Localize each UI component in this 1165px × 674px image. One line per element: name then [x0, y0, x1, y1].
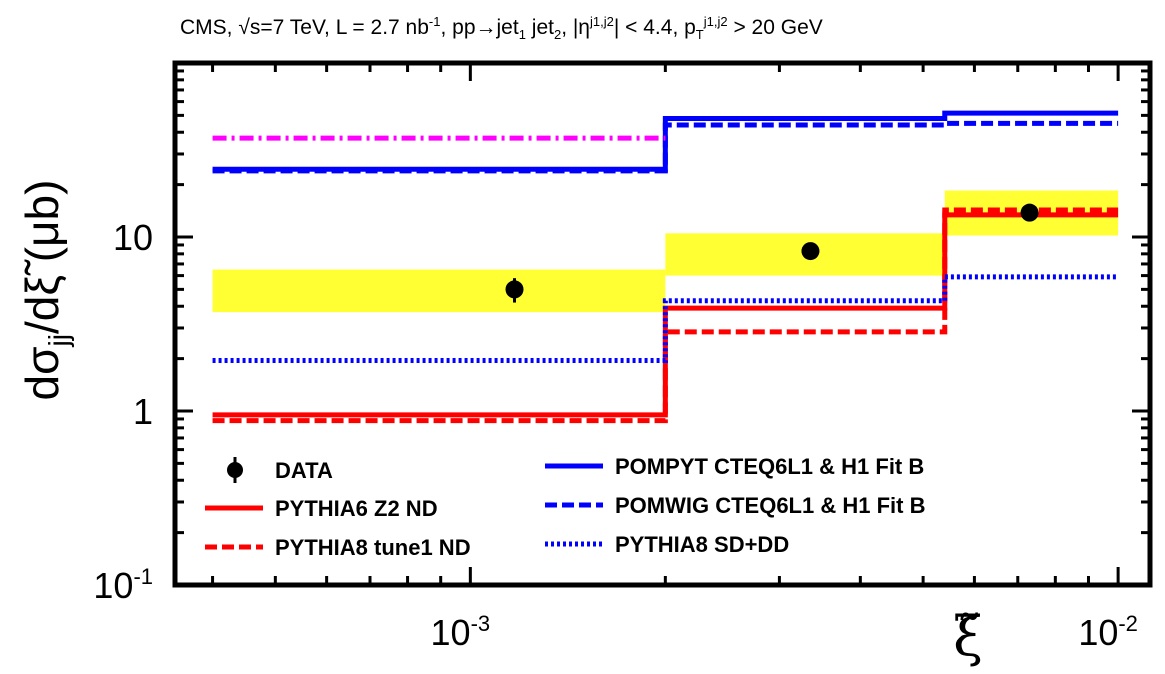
x-axis-label: ξ̃ — [953, 605, 983, 668]
chart-title: CMS, √s=7 TeV, L = 2.7 nb-1, pp→jet1 jet… — [180, 14, 1150, 42]
tick-base: 10 — [113, 217, 153, 258]
tick-exp: -1 — [133, 564, 153, 589]
title-energy: √s=7 TeV, L = 2.7 nb — [238, 16, 429, 39]
legend-label-4: POMWIG CTEQ6L1 & H1 Fit B — [615, 493, 925, 518]
series-line-3 — [212, 120, 1119, 174]
title-jet1-sub: 1 — [518, 27, 526, 43]
data-point-1 — [801, 242, 820, 261]
tick-exp: -2 — [1118, 611, 1138, 636]
title-eta-sup: j1,j2 — [590, 14, 614, 29]
legend-label-1: PYTHIA6 Z2 ND — [275, 496, 438, 521]
x-tick-label-1: 10-2 — [1078, 611, 1138, 653]
sys-band-0 — [212, 269, 666, 313]
data-point-0 — [505, 280, 524, 299]
title-process: , pp→jet — [440, 16, 519, 39]
tick-base: 10 — [431, 612, 471, 653]
legend-marker-data — [227, 462, 243, 478]
tick-base: 10 — [1078, 612, 1118, 653]
legend-label-5: PYTHIA8 SD+DD — [615, 532, 789, 557]
y-tick-label-2: 10 — [113, 217, 153, 258]
title-pt-sup: j1,j2 — [703, 14, 728, 29]
legend-label-3: POMPYT CTEQ6L1 & H1 Fit B — [615, 454, 924, 479]
tick-exp: -3 — [471, 611, 491, 636]
x-tick-label-0: 10-3 — [431, 611, 491, 653]
title-jet-mid: jet — [525, 16, 554, 39]
title-pt-val: > 20 GeV — [727, 16, 823, 39]
title-experiment: CMS, — [180, 16, 233, 39]
legend-label-2: PYTHIA8 tune1 ND — [275, 535, 471, 560]
y-tick-label-0: 10-1 — [93, 564, 153, 606]
tick-base: 10 — [93, 565, 133, 606]
plot-frame — [172, 60, 1153, 588]
title-lumi-exp: -1 — [428, 14, 441, 29]
series-line-0 — [212, 212, 1119, 418]
tick-base: 1 — [133, 391, 153, 432]
y-tick-label-1: 1 — [133, 391, 153, 432]
series-line-1 — [212, 207, 1119, 424]
title-eta-cut: , |η — [561, 16, 590, 39]
legend-label-0: DATA — [275, 458, 333, 483]
data-point-2 — [1020, 203, 1039, 222]
title-eta-val: | < 4.4, p — [613, 16, 696, 39]
title-pt-sub: T — [695, 27, 704, 43]
title-jet2-sub: 2 — [553, 27, 562, 43]
